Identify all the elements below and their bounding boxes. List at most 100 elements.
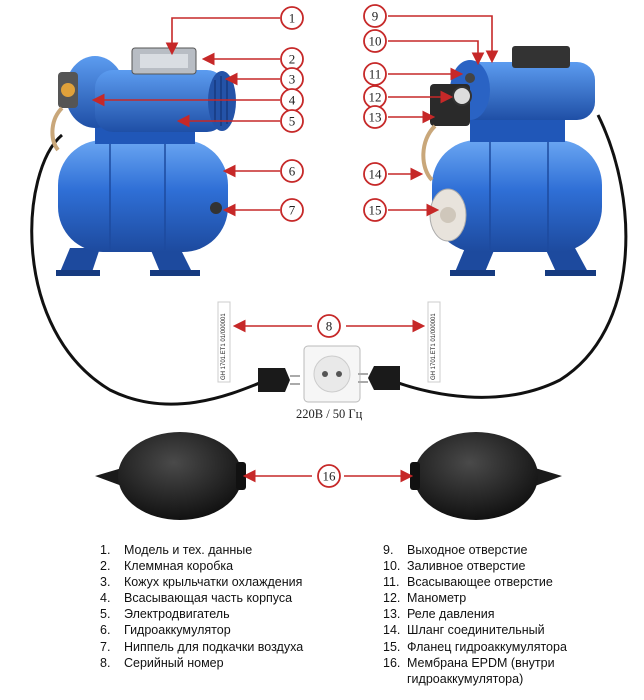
legend-text: Всасывающее отверстие bbox=[407, 575, 553, 590]
legend-text: Шланг соединительный bbox=[407, 623, 545, 638]
callout-15: 15 bbox=[363, 198, 387, 222]
membrane-right bbox=[410, 432, 562, 520]
svg-text:10: 10 bbox=[369, 34, 382, 49]
legend-text: Электродвигатель bbox=[124, 607, 230, 622]
legend-number: 2. bbox=[100, 559, 111, 574]
legend-text: Фланец гидроаккумулятора bbox=[407, 639, 567, 654]
svg-text:3: 3 bbox=[289, 72, 296, 87]
legend-right: 9. Выходное отверстие 10. Заливное отверсти… bbox=[383, 542, 567, 687]
left-motor bbox=[95, 70, 225, 132]
right-tank bbox=[432, 140, 602, 252]
plug-left bbox=[258, 368, 300, 392]
legend-item: 10. Заливное отверстие bbox=[383, 558, 567, 574]
legend-number: 10. bbox=[383, 559, 401, 574]
legend-item: 13. Реле давления bbox=[383, 606, 567, 622]
callout-4: 4 bbox=[280, 88, 304, 112]
air-nipple bbox=[210, 202, 222, 214]
svg-text:6: 6 bbox=[289, 164, 296, 179]
svg-text:4: 4 bbox=[289, 93, 296, 108]
legend-item: 16. Мембрана EPDM (внутри bbox=[383, 655, 567, 671]
legend-item: 14. Шланг соединительный bbox=[383, 622, 567, 638]
legend-number: 6. bbox=[100, 623, 111, 638]
right-pump-station bbox=[421, 46, 602, 276]
svg-text:8: 8 bbox=[326, 319, 333, 334]
legend-item: 8. Серийный номер bbox=[100, 655, 303, 671]
svg-text:13: 13 bbox=[369, 110, 382, 125]
power-cable-right bbox=[389, 114, 628, 399]
callout-1: 1 bbox=[280, 6, 304, 30]
legend-text: Выходное отверстие bbox=[407, 543, 528, 557]
legend-number: 8. bbox=[100, 655, 111, 670]
legend-text: Мембрана EPDM (внутри bbox=[407, 655, 555, 670]
legend-item: 6. Гидроаккумулятор bbox=[100, 622, 303, 638]
legend-text: Всасывающая часть корпуса bbox=[124, 591, 293, 606]
legend-item: 12. Манометр bbox=[383, 590, 567, 606]
legend-text-continued: гидроаккумулятора) bbox=[407, 671, 524, 686]
right-motor bbox=[455, 62, 595, 120]
legend-text: Гидроаккумулятор bbox=[124, 623, 231, 638]
svg-text:16: 16 bbox=[323, 469, 337, 484]
power-cable-left bbox=[30, 133, 263, 406]
svg-text:14: 14 bbox=[369, 167, 383, 182]
serial-number-left: GH 1701.ET1 01/000001 bbox=[221, 313, 227, 380]
legend-text: Модель и тех. данные bbox=[124, 543, 253, 557]
svg-text:1: 1 bbox=[289, 11, 296, 26]
svg-text:12: 12 bbox=[369, 90, 382, 105]
legend-item: 9. Выходное отверстие bbox=[383, 542, 567, 558]
legend-number: 7. bbox=[100, 639, 111, 654]
svg-text:15: 15 bbox=[369, 203, 382, 218]
svg-text:5: 5 bbox=[289, 114, 296, 129]
legend-text: Серийный номер bbox=[124, 655, 224, 670]
legend-text: Реле давления bbox=[407, 607, 495, 622]
left-pump-station bbox=[50, 47, 236, 276]
legend-number: 12. bbox=[383, 591, 401, 606]
callout-10: 10 bbox=[363, 29, 387, 53]
left-tank bbox=[58, 140, 228, 252]
legend-number: 11. bbox=[383, 575, 400, 590]
callout-16: 16 bbox=[317, 464, 341, 488]
legend-item: 4. Всасывающая часть корпуса bbox=[100, 590, 303, 606]
legend-text: Заливное отверстие bbox=[407, 559, 526, 574]
callout-9: 9 bbox=[363, 4, 387, 28]
callout-8: 8 bbox=[317, 314, 341, 338]
voltage-label: 220В / 50 Гц bbox=[296, 407, 363, 421]
legend-item: 3. Кожух крыльчатки охлаждения bbox=[100, 574, 303, 590]
membrane-left bbox=[95, 432, 246, 520]
callout-5: 5 bbox=[280, 109, 304, 133]
callout-2: 2 bbox=[280, 47, 304, 71]
wall-socket bbox=[303, 345, 361, 403]
callout-11: 11 bbox=[363, 62, 387, 86]
legend-number: 4. bbox=[100, 591, 111, 606]
legend-item: 5. Электродвигатель bbox=[100, 606, 303, 622]
manometer bbox=[452, 86, 472, 106]
callout-14: 14 bbox=[363, 162, 387, 186]
serial-number-right: GH 1701.ET1 01/000001 bbox=[431, 313, 437, 380]
legend-number: 5. bbox=[100, 607, 111, 622]
callout-3: 3 bbox=[280, 67, 304, 91]
callout-13: 13 bbox=[363, 105, 387, 129]
legend-item: 2.Клеммная коробка bbox=[100, 558, 303, 574]
legend-number: 1. bbox=[100, 543, 111, 557]
legend-number: 3. bbox=[100, 575, 111, 590]
legend-text: Ниппель для подкачки воздуха bbox=[124, 639, 304, 654]
callout-7: 7 bbox=[280, 198, 304, 222]
legend-number: 16. bbox=[383, 655, 401, 670]
legend-item: 11. Всасывающее отверстие bbox=[383, 574, 567, 590]
legend-item: 7. Ниппель для подкачки воздуха bbox=[100, 639, 303, 655]
svg-text:7: 7 bbox=[289, 203, 296, 218]
legend-text: Манометр bbox=[407, 591, 467, 606]
plug-right bbox=[358, 366, 400, 390]
legend-text: Кожух крыльчатки охлаждения bbox=[124, 575, 303, 590]
callout-6: 6 bbox=[280, 159, 304, 183]
callout-12: 12 bbox=[363, 85, 387, 109]
legend-number: 15. bbox=[383, 639, 401, 654]
legend-number: 13. bbox=[383, 607, 401, 622]
legend-item: 15. Фланец гидроаккумулятора bbox=[383, 639, 567, 655]
svg-text:2: 2 bbox=[289, 52, 296, 67]
legend-item: 1. Модель и тех. данные bbox=[100, 542, 303, 558]
legend-number: 9. bbox=[383, 543, 394, 557]
legend-number: 14. bbox=[383, 623, 401, 638]
svg-text:11: 11 bbox=[369, 67, 382, 82]
